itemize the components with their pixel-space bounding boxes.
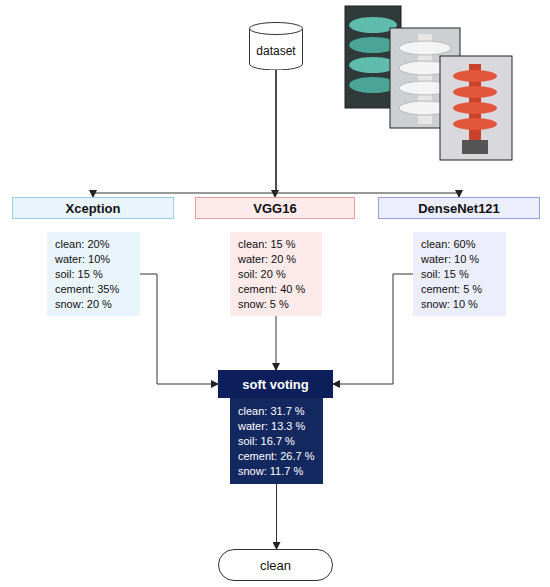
probability-line: clean: 60%: [421, 237, 475, 252]
probability-line: snow: 5 %: [238, 297, 289, 312]
probability-line: clean: 20%: [55, 237, 109, 252]
node-label: DenseNet121: [418, 201, 500, 216]
output-terminal: clean: [218, 549, 333, 581]
probability-line: soil: 15 %: [421, 267, 469, 282]
result-box: clean: 31.7 %water: 13.3 %soil: 16.7 %ce…: [230, 398, 323, 484]
flow-arrow: [276, 316, 277, 370]
flow-arrow: [276, 484, 277, 549]
probability-line: water: 13.3 %: [238, 419, 305, 434]
photo-red-insulator: [440, 56, 512, 160]
voting-box: soft voting: [218, 370, 333, 398]
probability-line: cement: 5 %: [421, 282, 482, 297]
probability-line: snow: 10 %: [421, 297, 478, 312]
probability-line: water: 10%: [55, 252, 110, 267]
node-label: clean: [260, 558, 291, 573]
dataset-cylinder: dataset: [249, 22, 303, 70]
flow-arrow: [140, 274, 218, 384]
model-box: VGG16: [195, 197, 355, 219]
flow-arrow: [275, 70, 276, 197]
node-label: dataset: [256, 44, 295, 58]
model-box: Xception: [12, 197, 174, 219]
probability-line: snow: 20 %: [55, 297, 112, 312]
probability-box: clean: 15 %water: 20 %soil: 20 %cement: …: [230, 232, 322, 316]
probability-line: cement: 40 %: [238, 282, 305, 297]
probability-line: cement: 26.7 %: [238, 449, 314, 464]
probability-line: soil: 16.7 %: [238, 434, 295, 449]
flow-arrow: [333, 274, 413, 384]
model-box: DenseNet121: [378, 197, 540, 219]
probability-line: soil: 20 %: [238, 267, 286, 282]
probability-line: snow: 11.7 %: [238, 464, 303, 479]
probability-box: clean: 60%water: 10 %soil: 15 %cement: 5…: [413, 232, 506, 316]
flow-arrow: [276, 70, 459, 197]
flow-arrow: [93, 70, 276, 197]
probability-line: clean: 15 %: [238, 237, 295, 252]
probability-line: water: 20 %: [238, 252, 296, 267]
probability-line: soil: 15 %: [55, 267, 103, 282]
probability-box: clean: 20%water: 10%soil: 15 %cement: 35…: [47, 232, 140, 316]
probability-line: cement: 35%: [55, 282, 119, 297]
node-label: VGG16: [253, 201, 296, 216]
probability-line: clean: 31.7 %: [238, 404, 305, 419]
probability-line: water: 10 %: [421, 252, 479, 267]
node-label: Xception: [66, 201, 121, 216]
node-label: soft voting: [242, 377, 308, 392]
